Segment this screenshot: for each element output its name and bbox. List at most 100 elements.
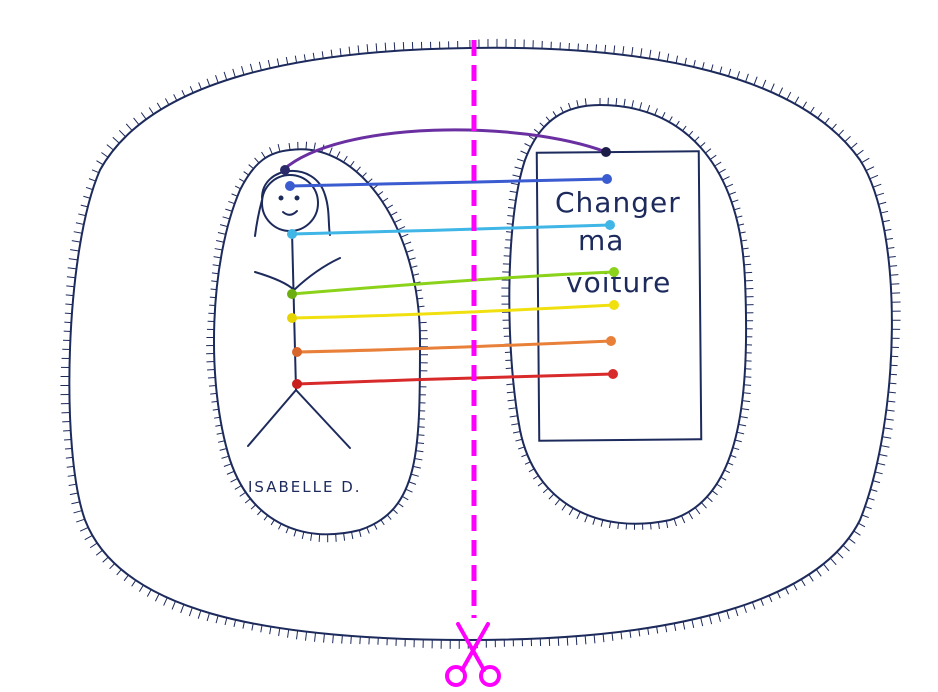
hatch-tick — [694, 507, 701, 515]
hatch-tick — [335, 533, 337, 542]
figure-body — [291, 230, 297, 391]
hatch-tick — [222, 216, 230, 220]
hatch-tick — [545, 116, 551, 122]
hatch-tick — [506, 383, 514, 386]
hatch-tick — [864, 506, 872, 510]
hatch-tick — [706, 496, 713, 503]
hatch-tick — [761, 79, 767, 89]
hatch-tick — [67, 474, 76, 477]
hatch-tick — [260, 625, 263, 633]
hatch-tick — [163, 597, 168, 606]
hatch-tick — [514, 166, 523, 170]
hatch-tick — [417, 297, 424, 300]
figure-eye-left — [278, 195, 284, 201]
hatch-tick — [277, 143, 281, 152]
hatch-tick — [248, 164, 254, 170]
hatch-tick — [770, 83, 775, 93]
hatch-tick — [716, 483, 723, 489]
hatch-tick — [189, 86, 194, 94]
hatch-tick — [403, 241, 412, 246]
hatch-tick — [548, 493, 555, 500]
hatch-tick — [66, 276, 76, 279]
hatch-tick — [372, 184, 379, 190]
hatch-tick — [250, 504, 257, 510]
hatch-tick — [393, 42, 396, 51]
hatch-tick — [349, 160, 355, 167]
hatch-tick — [885, 418, 894, 421]
hatch-tick — [872, 480, 881, 484]
cord-blue — [288, 177, 609, 188]
hatch-tick — [831, 123, 837, 130]
hatch-tick — [278, 523, 282, 530]
hatch-tick — [875, 192, 885, 197]
hatch-tick — [288, 142, 291, 151]
hatch-tick — [234, 485, 242, 490]
hatch-tick — [76, 518, 85, 523]
hatch-tick — [509, 190, 518, 194]
hatch-tick — [225, 208, 233, 212]
hatch-tick — [722, 176, 730, 181]
hatch-tick — [802, 101, 807, 109]
hatch-tick — [211, 272, 219, 275]
hatch-tick — [528, 468, 535, 473]
hatch-tick — [604, 44, 607, 53]
hatch-tick — [681, 515, 686, 524]
hatch-tick — [888, 391, 896, 394]
hatch-tick — [412, 273, 420, 276]
hatch-tick — [318, 533, 321, 542]
hatch-tick — [366, 44, 369, 54]
hatch-tick — [889, 382, 897, 385]
hatch-tick — [888, 256, 896, 258]
hatch-tick — [615, 98, 618, 106]
hatch-tick — [870, 488, 878, 492]
hatch-tick — [507, 215, 514, 217]
hatch-tick — [620, 631, 623, 640]
hatch-tick — [206, 78, 211, 87]
hatch-tick — [63, 438, 72, 441]
hatch-tick — [844, 135, 851, 143]
hatch-tick — [269, 147, 273, 155]
cord-violet — [281, 128, 608, 172]
hatch-tick — [78, 213, 86, 217]
hatch-tick — [254, 157, 260, 164]
hatch-tick — [600, 519, 604, 527]
hatch-tick — [850, 142, 858, 149]
outer-protective-bubble — [68, 46, 893, 642]
hatch-tick — [210, 288, 217, 291]
hatch-tick — [332, 634, 334, 644]
hatch-tick — [836, 551, 844, 559]
hatch-tick — [208, 384, 217, 387]
hatch-tick — [95, 549, 103, 556]
hatch-tick — [518, 446, 525, 450]
hatch-tick — [561, 503, 567, 511]
hatch-tick — [278, 628, 281, 637]
hatch-tick — [343, 533, 346, 541]
hatch-tick — [647, 627, 650, 635]
anchor-green-left — [287, 289, 297, 299]
hatch-tick — [673, 623, 677, 631]
hatch-tick — [418, 305, 425, 308]
hatch-tick — [792, 583, 798, 591]
hatch-tick — [296, 630, 299, 640]
hatch-tick — [285, 56, 289, 65]
hatch-tick — [516, 158, 525, 162]
anchor-red-left — [292, 379, 302, 389]
anchor-green-right — [609, 267, 619, 277]
hatch-tick — [377, 191, 384, 196]
hatch-tick — [861, 157, 870, 164]
hatch-tick — [505, 367, 513, 370]
hatch-tick — [608, 521, 612, 529]
hatch-tick — [226, 470, 235, 475]
hatch-tick — [714, 161, 722, 167]
hatch-tick — [736, 215, 743, 219]
hatch-tick — [675, 120, 680, 127]
hatch-tick — [815, 569, 822, 577]
hatch-tick — [889, 373, 897, 376]
hatch-tick — [675, 55, 679, 64]
hatch-tick — [285, 526, 290, 534]
hatch-tick — [216, 432, 224, 435]
hatch-tick — [657, 51, 661, 61]
hatch-tick — [734, 439, 742, 443]
goal-card — [535, 150, 703, 442]
hatch-tick — [786, 91, 792, 100]
